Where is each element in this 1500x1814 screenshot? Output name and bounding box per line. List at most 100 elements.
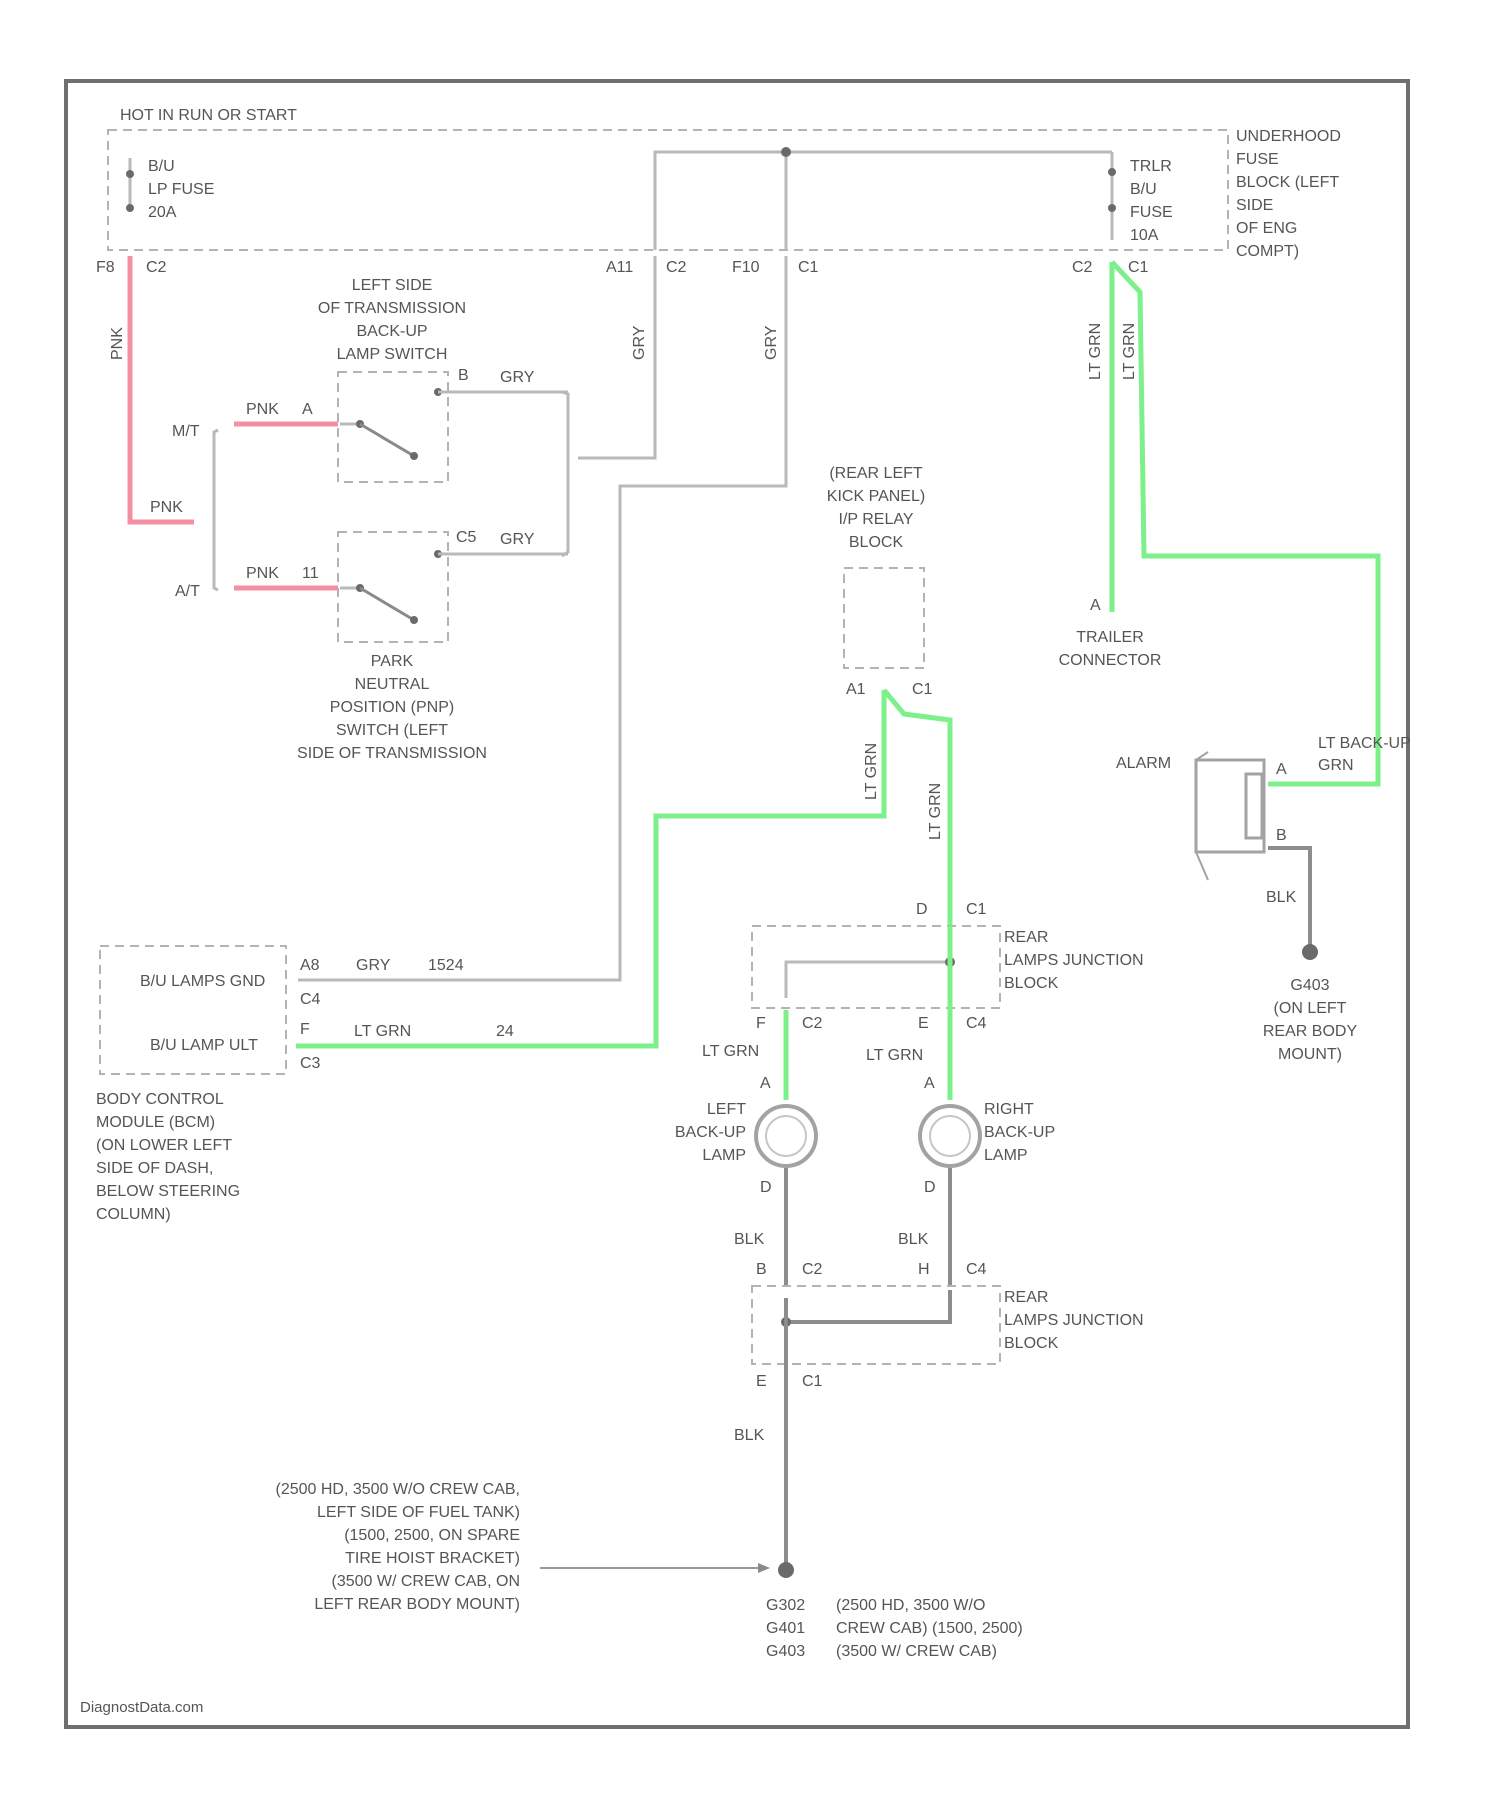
svg-text:B: B	[458, 367, 469, 384]
mt-label: M/T	[172, 423, 200, 440]
svg-text:C4: C4	[300, 991, 321, 1008]
rear-lamps-junction-top	[752, 926, 1000, 1008]
svg-text:TRAILER: TRAILER	[1076, 629, 1144, 646]
svg-text:LAMP: LAMP	[702, 1147, 746, 1164]
bu-lp-fuse: B/U LP FUSE 20A	[126, 158, 214, 221]
svg-text:PNK: PNK	[246, 401, 279, 418]
svg-text:C5: C5	[456, 529, 477, 546]
svg-text:COLUMN): COLUMN)	[96, 1206, 171, 1223]
svg-text:E: E	[918, 1015, 929, 1032]
svg-text:SIDE: SIDE	[1236, 197, 1273, 214]
svg-text:BLK: BLK	[1266, 889, 1297, 906]
svg-text:C2: C2	[802, 1015, 823, 1032]
svg-text:B/U LAMPS GND: B/U LAMPS GND	[140, 973, 265, 990]
svg-text:E: E	[756, 1373, 767, 1390]
svg-text:BACK-UP: BACK-UP	[356, 323, 427, 340]
svg-text:GRY: GRY	[500, 369, 535, 386]
svg-text:MODULE (BCM): MODULE (BCM)	[96, 1114, 215, 1131]
fuse-block-label: UNDERHOOD FUSE BLOCK (LEFT SIDE OF ENG C…	[1236, 128, 1341, 260]
svg-text:RIGHT: RIGHT	[984, 1101, 1034, 1118]
svg-text:LT GRN: LT GRN	[1087, 323, 1104, 380]
svg-text:GRY: GRY	[356, 957, 391, 974]
pnk-branch-bracket	[214, 430, 218, 590]
svg-text:LAMPS JUNCTION: LAMPS JUNCTION	[1004, 952, 1144, 969]
svg-text:B: B	[756, 1261, 767, 1278]
svg-text:LEFT: LEFT	[707, 1101, 746, 1118]
svg-text:BELOW STEERING: BELOW STEERING	[96, 1183, 240, 1200]
svg-text:LAMP SWITCH: LAMP SWITCH	[337, 346, 448, 363]
backup-lamp-switch-label: LEFT SIDE OF TRANSMISSION BACK-UP LAMP S…	[318, 277, 466, 363]
svg-text:BODY CONTROL: BODY CONTROL	[96, 1091, 224, 1108]
svg-text:B/U LAMP ULT: B/U LAMP ULT	[150, 1037, 258, 1054]
terminal-c2-right: C2	[1072, 259, 1093, 276]
trlr-bu-fuse: TRLR B/U FUSE 10A	[1108, 152, 1173, 244]
svg-text:BLOCK: BLOCK	[849, 534, 904, 551]
diagram-frame	[66, 81, 1408, 1727]
svg-text:1524: 1524	[428, 957, 464, 974]
svg-text:D: D	[924, 1179, 936, 1196]
svg-text:CONNECTOR: CONNECTOR	[1059, 652, 1162, 669]
svg-text:C4: C4	[966, 1261, 987, 1278]
svg-text:(3500 W/ CREW CAB): (3500 W/ CREW CAB)	[836, 1643, 997, 1660]
svg-text:20A: 20A	[148, 204, 177, 221]
bcm-label: BODY CONTROL MODULE (BCM) (ON LOWER LEFT…	[96, 1091, 240, 1223]
svg-text:A: A	[1090, 597, 1101, 614]
svg-text:LT GRN: LT GRN	[354, 1023, 411, 1040]
svg-text:A: A	[302, 401, 313, 418]
svg-text:REAR BODY: REAR BODY	[1263, 1023, 1358, 1040]
svg-text:BLK: BLK	[898, 1231, 929, 1248]
svg-text:A: A	[1276, 761, 1287, 778]
terminal-f8: F8	[96, 259, 115, 276]
svg-text:MOUNT): MOUNT)	[1278, 1046, 1342, 1063]
svg-text:LT BACK-UP: LT BACK-UP	[1318, 735, 1411, 752]
svg-text:UNDERHOOD: UNDERHOOD	[1236, 128, 1341, 145]
svg-text:LP FUSE: LP FUSE	[148, 181, 214, 198]
alarm-device	[1196, 752, 1264, 880]
trailer-connector-label: TRAILER CONNECTOR	[1059, 629, 1162, 669]
ground-note: (2500 HD, 3500 W/O CREW CAB, LEFT SIDE O…	[275, 1481, 520, 1613]
svg-text:G403: G403	[1290, 977, 1329, 994]
svg-text:H: H	[918, 1261, 930, 1278]
terminal-a11: A11	[606, 259, 633, 276]
pnk-hot-wire	[130, 256, 194, 522]
junction-top-label: REAR LAMPS JUNCTION BLOCK	[1004, 929, 1144, 992]
svg-text:REAR: REAR	[1004, 1289, 1048, 1306]
svg-text:10A: 10A	[1130, 227, 1159, 244]
svg-text:KICK PANEL): KICK PANEL)	[827, 488, 925, 505]
ground-list: G302 (2500 HD, 3500 W/O G401 CREW CAB) (…	[766, 1597, 1023, 1660]
svg-text:BLOCK: BLOCK	[1004, 975, 1059, 992]
svg-text:CREW CAB) (1500, 2500): CREW CAB) (1500, 2500)	[836, 1620, 1023, 1637]
svg-text:A: A	[924, 1075, 935, 1092]
svg-text:OF ENG: OF ENG	[1236, 220, 1297, 237]
main-ground-dot	[778, 1562, 794, 1578]
svg-text:SIDE OF TRANSMISSION: SIDE OF TRANSMISSION	[297, 745, 487, 762]
svg-text:11: 11	[302, 565, 319, 582]
svg-text:G302: G302	[766, 1597, 805, 1614]
svg-text:C3: C3	[300, 1055, 321, 1072]
ground-g403-dot	[1302, 944, 1318, 960]
svg-text:BLK: BLK	[734, 1231, 765, 1248]
terminal-c1-right: C1	[1128, 259, 1149, 276]
svg-text:TIRE HOIST BRACKET): TIRE HOIST BRACKET)	[345, 1550, 520, 1567]
pnk-label-horizontal: PNK	[150, 499, 183, 516]
fuse-bus	[655, 152, 1112, 250]
ground-right-label: G403 (ON LEFT REAR BODY MOUNT)	[1263, 977, 1358, 1063]
bcm-box	[100, 946, 286, 1074]
svg-text:BLOCK: BLOCK	[1004, 1335, 1059, 1352]
svg-text:LT GRN: LT GRN	[927, 783, 944, 840]
svg-text:COMPT): COMPT)	[1236, 243, 1299, 260]
svg-text:LEFT SIDE: LEFT SIDE	[352, 277, 433, 294]
right-lamp-label: RIGHT BACK-UP LAMP	[984, 1101, 1055, 1164]
alarm-label: ALARM	[1116, 755, 1171, 772]
left-lamp-label: LEFT BACK-UP LAMP	[675, 1101, 746, 1164]
svg-text:(2500 HD, 3500 W/O CREW CAB,: (2500 HD, 3500 W/O CREW CAB,	[275, 1481, 520, 1498]
svg-text:REAR: REAR	[1004, 929, 1048, 946]
backup-lamp-switch	[338, 372, 448, 482]
svg-text:GRY: GRY	[631, 325, 648, 360]
svg-text:(3500 W/ CREW CAB, ON: (3500 W/ CREW CAB, ON	[332, 1573, 520, 1590]
svg-text:A1: A1	[846, 681, 866, 698]
svg-text:(REAR LEFT: (REAR LEFT	[829, 465, 923, 482]
svg-text:B/U: B/U	[148, 158, 175, 175]
terminal-c1: C1	[798, 259, 819, 276]
